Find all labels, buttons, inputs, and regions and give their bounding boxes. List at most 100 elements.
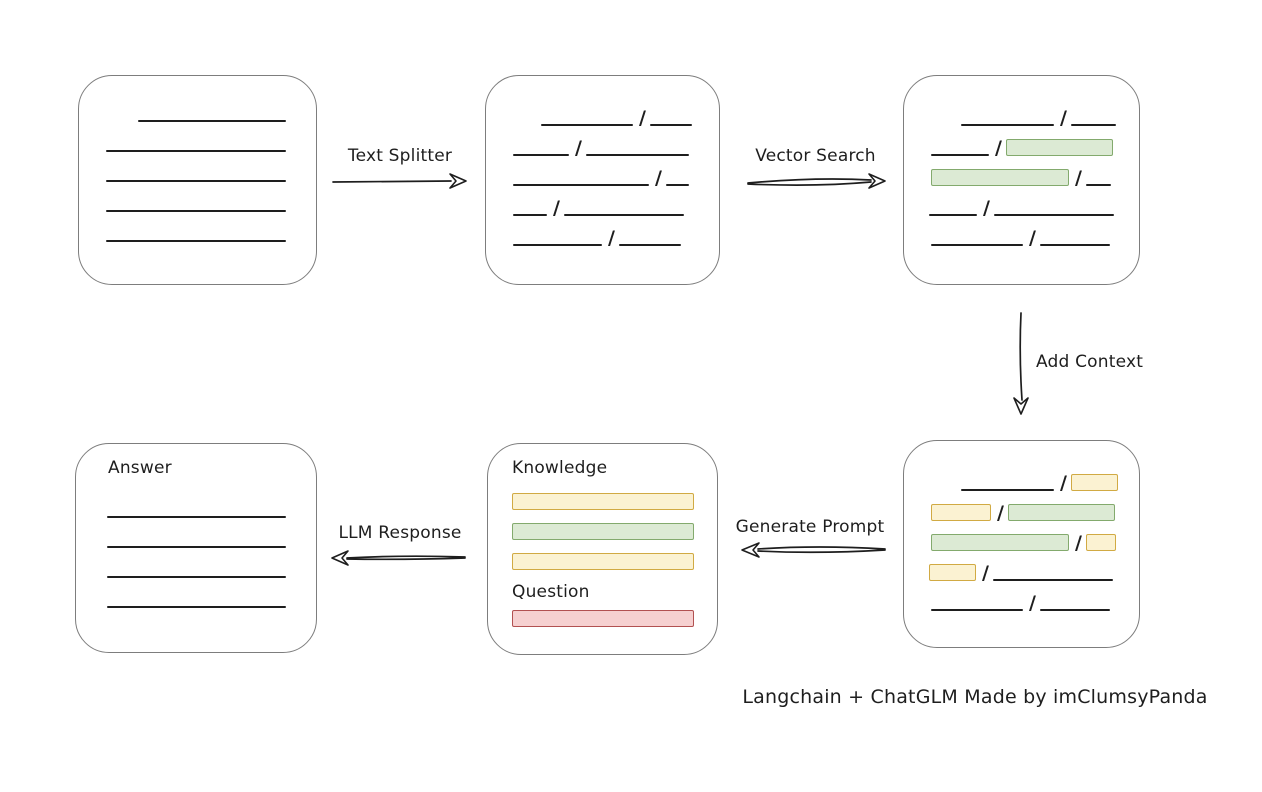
answer-label: Answer — [108, 458, 172, 478]
document-lines — [79, 104, 316, 242]
yellow-highlight-bar — [1070, 474, 1118, 491]
yellow-highlight-bar — [929, 564, 976, 581]
segment-row: / — [961, 472, 1139, 494]
red-highlight-bar — [512, 610, 694, 627]
context-chunks-lines: / / / / / — [904, 472, 1139, 614]
segment-row — [106, 194, 316, 212]
question-bar — [512, 609, 717, 627]
generate-prompt-label: Generate Prompt — [735, 517, 885, 537]
slash-separator: / — [997, 502, 1004, 524]
slash-separator: / — [982, 562, 989, 584]
knowledge-label: Knowledge — [512, 458, 608, 478]
slash-separator: / — [1029, 592, 1036, 614]
segment-row: / — [513, 227, 719, 249]
text-line — [931, 609, 1023, 611]
segment-row: / — [931, 167, 1139, 189]
segment-row — [138, 104, 316, 122]
prompt-node: Knowledge Question — [487, 443, 718, 655]
slash-separator: / — [655, 167, 662, 189]
green-highlight-bar — [931, 169, 1069, 186]
text-line — [513, 154, 569, 156]
text-line — [138, 120, 286, 122]
text-line — [929, 214, 977, 216]
segment-row: / — [541, 107, 719, 129]
text-line — [931, 244, 1023, 246]
text-line — [1070, 124, 1116, 126]
context-chunks-node: / / / / / — [903, 440, 1140, 648]
text-line — [1039, 609, 1110, 611]
text-line — [513, 244, 602, 246]
segment-row: / — [931, 592, 1139, 614]
slash-separator: / — [1075, 532, 1082, 554]
text-line — [618, 244, 681, 246]
segment-row — [106, 164, 316, 182]
green-highlight-bar — [512, 523, 694, 540]
segment-row — [107, 530, 316, 548]
text-splitter-label: Text Splitter — [347, 146, 453, 166]
segment-row: / — [931, 137, 1139, 159]
text-line — [931, 154, 989, 156]
segment-row — [107, 560, 316, 578]
segment-row: / — [931, 227, 1139, 249]
text-line — [107, 576, 286, 578]
text-line — [563, 214, 684, 216]
text-line — [541, 124, 633, 126]
text-line — [107, 606, 286, 608]
credit-text: Langchain + ChatGLM Made by imClumsyPand… — [742, 686, 1208, 708]
text-line — [106, 240, 286, 242]
segment-row — [512, 552, 717, 570]
yellow-highlight-bar — [1085, 534, 1116, 551]
segment-row: / — [929, 197, 1139, 219]
segment-row: / — [513, 137, 719, 159]
slash-separator: / — [553, 197, 560, 219]
segment-row — [106, 224, 316, 242]
answer-node: Answer — [75, 443, 317, 653]
slash-separator: / — [1060, 472, 1067, 494]
knowledge-bars — [512, 492, 717, 570]
llm-response-arrow — [331, 550, 466, 566]
segment-row: / — [961, 107, 1139, 129]
text-splitter-arrow — [332, 173, 467, 189]
slash-separator: / — [995, 137, 1002, 159]
document-node — [78, 75, 317, 285]
text-line — [1039, 244, 1110, 246]
slash-separator: / — [608, 227, 615, 249]
vector-search-label: Vector Search — [755, 146, 876, 166]
vector-search-arrow — [747, 173, 886, 189]
split-text-node: / / / / / — [485, 75, 720, 285]
text-line — [106, 180, 286, 182]
text-line — [961, 489, 1054, 491]
answer-lines — [76, 500, 316, 608]
slash-separator: / — [1075, 167, 1082, 189]
vector-matches-node: / / / / / — [903, 75, 1140, 285]
text-line — [993, 214, 1114, 216]
green-highlight-bar — [931, 534, 1069, 551]
add-context-arrow — [1013, 312, 1029, 415]
question-label: Question — [512, 582, 590, 602]
segment-row: / — [513, 167, 719, 189]
segment-row: / — [931, 532, 1139, 554]
segment-row — [106, 134, 316, 152]
split-text-lines: / / / / / — [486, 107, 719, 249]
yellow-highlight-bar — [512, 553, 694, 570]
text-line — [665, 184, 689, 186]
vector-matches-lines: / / / / / — [904, 107, 1139, 249]
segment-row: / — [931, 502, 1139, 524]
yellow-highlight-bar — [931, 504, 991, 521]
llm-response-label: LLM Response — [338, 523, 462, 543]
slash-separator: / — [639, 107, 646, 129]
segment-row — [107, 590, 316, 608]
text-line — [107, 546, 286, 548]
slash-separator: / — [1029, 227, 1036, 249]
text-line — [106, 210, 286, 212]
slash-separator: / — [575, 137, 582, 159]
slash-separator: / — [1060, 107, 1067, 129]
green-highlight-bar — [1005, 139, 1113, 156]
green-highlight-bar — [1007, 504, 1115, 521]
segment-row — [107, 500, 316, 518]
segment-row — [512, 609, 717, 627]
text-line — [961, 124, 1054, 126]
text-line — [513, 214, 547, 216]
slash-separator: / — [983, 197, 990, 219]
